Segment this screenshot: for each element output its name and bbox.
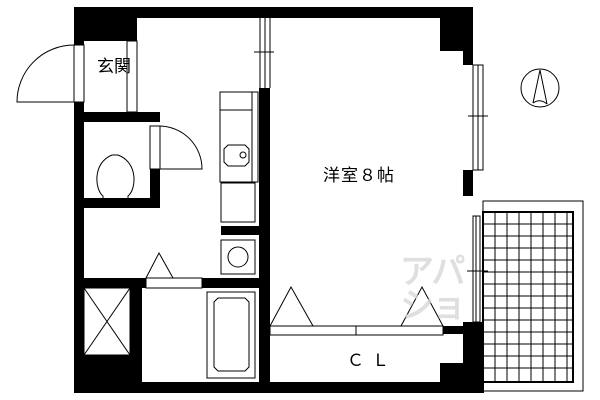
watermark-line1: アパ	[400, 252, 465, 292]
bathtub	[213, 297, 250, 372]
kitchen-sink	[223, 144, 250, 167]
balcony-tiles	[483, 212, 573, 382]
balcony-grid	[482, 211, 574, 383]
toilet-bowl	[96, 154, 135, 208]
compass-icon	[520, 68, 560, 108]
entrance-label: 玄関	[97, 57, 131, 77]
toilet-door	[159, 125, 203, 170]
watermark: アパ ショ	[400, 252, 466, 326]
western-room-label: 洋室８帖	[323, 166, 395, 186]
washer-drum	[227, 246, 249, 268]
walls	[74, 7, 484, 393]
entrance-door	[16, 44, 75, 103]
closet-label: ＣＬ	[347, 351, 397, 371]
fixtures	[16, 18, 584, 392]
watermark-line2: ショ	[400, 286, 466, 326]
